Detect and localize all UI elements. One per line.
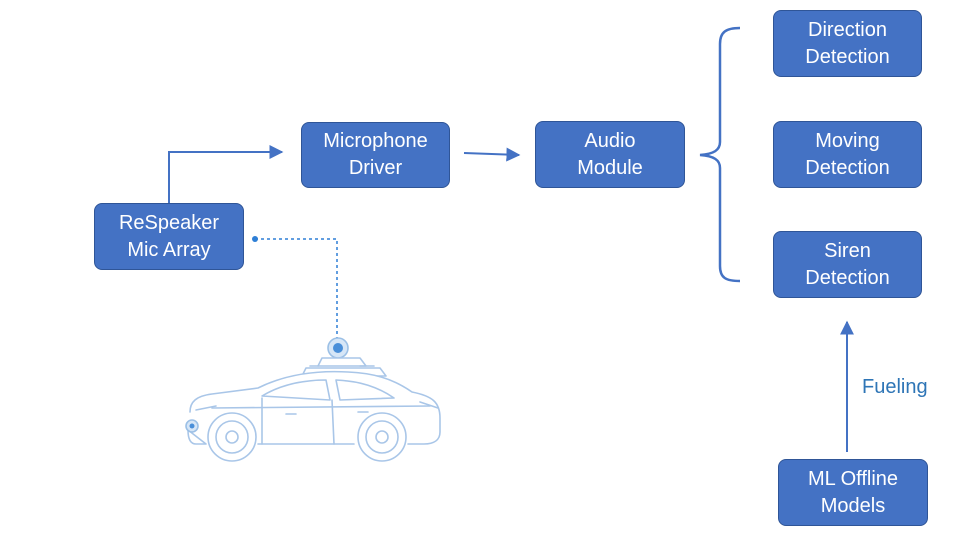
ml-offline-models-label: ML Offline Models — [807, 467, 899, 517]
microphone-driver-node: Microphone Driver — [301, 122, 450, 188]
edge-mic-driver-to-audio-module — [463, 147, 521, 162]
siren-detection-label: Siren Detection — [805, 239, 890, 289]
respeaker-mic-array-node: ReSpeaker Mic Array — [94, 203, 244, 270]
audio-module-node: Audio Module — [535, 121, 685, 188]
microphone-driver-label: Microphone Driver — [323, 130, 428, 179]
ml-offline-models-node: ML Offline Models — [778, 459, 928, 526]
moving-detection-node: Moving Detection — [773, 121, 922, 188]
direction-detection-node: Direction Detection — [773, 10, 922, 77]
edge-respeaker-to-mic-driver — [168, 145, 284, 204]
fueling-edge-label: Fueling — [862, 376, 928, 398]
direction-detection-label: Direction Detection — [805, 18, 890, 68]
siren-detection-node: Siren Detection — [773, 231, 922, 298]
dotted-sensor-link — [257, 238, 338, 340]
moving-detection-label: Moving Detection — [805, 129, 890, 179]
audio-module-label: Audio Module — [577, 129, 643, 179]
brace-connector — [699, 26, 741, 283]
respeaker-label: ReSpeaker Mic Array — [118, 211, 220, 261]
car-with-roof-sensor-icon — [185, 337, 441, 462]
dotted-link-endpoint — [252, 236, 258, 242]
